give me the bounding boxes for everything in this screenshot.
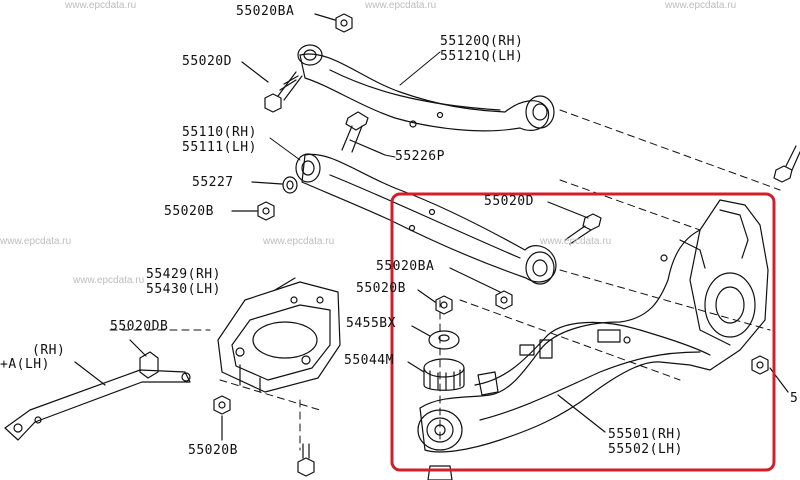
nut-top: [314, 13, 353, 33]
leader-lines: [269, 51, 441, 161]
watermark: www.epcdata.ru: [365, 0, 437, 11]
watermark: www.epcdata.ru: [65, 0, 137, 11]
bolt-mid: [547, 201, 602, 245]
label-55110[interactable]: 55110(RH): [182, 125, 257, 140]
watermark: www.epcdata.ru: [540, 236, 612, 247]
label-55020BA-mid[interactable]: 55020BA: [376, 259, 435, 274]
bushing-55044M: [407, 358, 465, 391]
nut-left: [231, 201, 275, 221]
label-55121Q[interactable]: 55121Q(LH): [440, 49, 524, 64]
label-55020B-bottom[interactable]: 55020B: [188, 443, 238, 458]
label-RH[interactable]: (RH): [32, 343, 66, 358]
nut-upper-stack: [417, 289, 453, 315]
watermark: www.epcdata.ru: [0, 236, 72, 247]
dashed-guide-lines: [109, 109, 781, 451]
bolt-top: [241, 61, 303, 113]
label-A-LH[interactable]: +A(LH): [0, 357, 50, 372]
upper-lateral-link: [297, 44, 555, 132]
label-55120Q[interactable]: 55120Q(RH): [440, 34, 524, 49]
label-right-edge[interactable]: 5: [790, 391, 799, 406]
nut-mid: [449, 267, 513, 310]
label-55111[interactable]: 55111(LH): [182, 140, 257, 155]
label-55226P[interactable]: 55226P: [395, 149, 445, 164]
label-55044M[interactable]: 55044M: [344, 353, 394, 368]
watermark: www.epcdata.ru: [73, 275, 145, 286]
label-55429[interactable]: 55429(RH): [146, 267, 221, 282]
washer-5455BX: [411, 325, 460, 350]
bolt-55226P: [341, 111, 386, 156]
label-55430[interactable]: 55430(LH): [146, 282, 221, 297]
label-55020B-mid[interactable]: 55020B: [356, 281, 406, 296]
highlight-frame: [390, 192, 776, 472]
label-55020BA-top[interactable]: 55020BA: [236, 4, 295, 19]
label-55227[interactable]: 55227: [192, 175, 234, 190]
bracket-55429: [217, 277, 341, 393]
nut-right: [751, 355, 789, 393]
suspension-member: [417, 199, 769, 480]
label-5455BX[interactable]: 5455BX: [346, 316, 396, 331]
lower-link: [295, 153, 557, 285]
nut-bottom: [213, 395, 231, 441]
label-55501[interactable]: 55501(RH): [608, 427, 683, 442]
label-55020D-mid[interactable]: 55020D: [484, 194, 534, 209]
bolt-bottom: [297, 443, 315, 477]
bolt-right: [773, 145, 800, 183]
label-55020D-top[interactable]: 55020D: [182, 54, 232, 69]
washer-55227: [251, 176, 298, 194]
label-55020DB[interactable]: 55020DB: [110, 319, 169, 334]
label-55502[interactable]: 55502(LH): [608, 442, 683, 457]
watermark: www.epcdata.ru: [263, 236, 335, 247]
label-55020B-left[interactable]: 55020B: [164, 204, 214, 219]
stabilizer-link: [4, 339, 191, 441]
watermark: www.epcdata.ru: [665, 0, 737, 11]
